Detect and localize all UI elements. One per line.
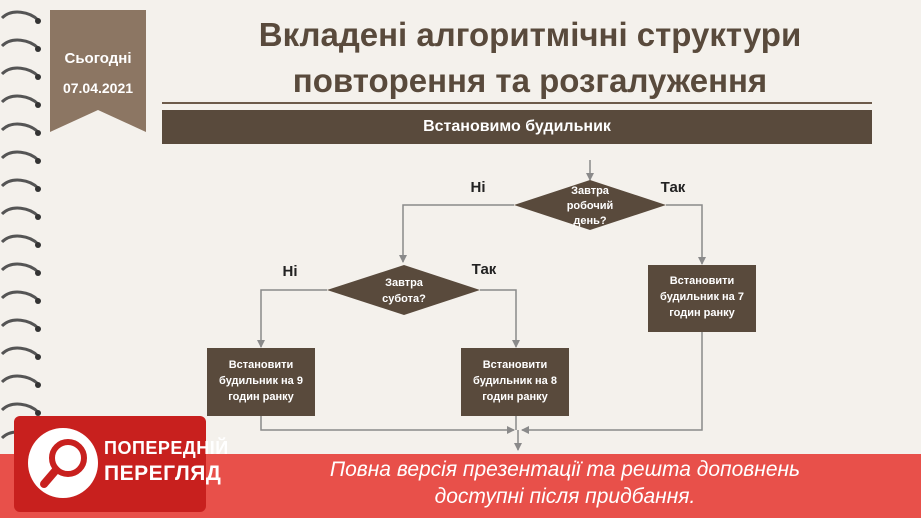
spiral-hole [35,382,41,388]
spiral-ring [0,150,40,162]
date-tag-shape [50,10,146,132]
action-alarm-8-line-2: будильник на 8 [473,375,557,387]
section-banner: Встановимо будильник [162,110,872,144]
arrow-workday-yes [666,204,706,265]
flow-connectors [257,160,706,451]
spiral-hole [35,298,41,304]
spiral-ring [0,94,40,106]
action-alarm-8-line-1: Встановити [483,359,548,371]
merge-right [521,332,703,434]
label-saturday-no: Ні [283,263,298,280]
arrow-saturday-yes [480,289,520,348]
decision-saturday [327,265,480,315]
action-alarm-7-line-2: будильник на 7 [660,291,744,303]
spiral-hole [35,326,41,332]
spiral-ring [0,38,40,50]
action-alarm-7 [648,265,756,332]
spiral-hole [35,410,41,416]
slide-title: Вкладені алгоритмічні структури повторен… [200,12,860,104]
decision-workday-line-1: Завтра [571,185,610,197]
spiral-ring [0,346,40,358]
spiral-ring [0,10,40,22]
spiral-hole [35,242,41,248]
spiral-hole [35,46,41,52]
spiral-ring [0,122,40,134]
spiral-ring [0,178,40,190]
purchase-notice-line-1: Повна версія презентації та решта доповн… [329,458,801,481]
spiral-hole [35,18,41,24]
preview-badge[interactable]: ПОПЕРЕДНІЙ ПЕРЕГЛЯД [14,416,229,512]
decision-workday-line-3: день? [573,215,607,227]
title-divider [162,102,872,104]
spiral-ring [0,206,40,218]
spiral-hole [35,74,41,80]
spiral-ring [0,318,40,330]
spiral-ring [0,234,40,246]
arrow-saturday-no [257,289,327,348]
slide-title-line-1: Вкладені алгоритмічні структури [258,16,802,53]
magnifier-icon [28,428,98,498]
spiral-hole [35,102,41,108]
action-alarm-8 [461,348,569,416]
action-alarm-9-line-2: будильник на 9 [219,375,303,387]
spiral-ring [0,262,40,274]
date-tag: Сьогодні 07.04.2021 [50,10,146,132]
spiral-hole [35,130,41,136]
action-alarm-7-line-3: годин ранку [669,307,735,319]
decision-saturday-line-1: Завтра [385,277,424,289]
decision-workday [514,180,666,230]
action-alarm-9 [207,348,315,416]
label-saturday-yes: Так [472,261,497,278]
label-workday-no: Ні [471,179,486,196]
purchase-notice-line-2: доступні після придбання. [434,485,696,508]
arrow-workday-no [399,204,514,263]
spiral-hole [35,214,41,220]
spiral-hole [35,354,41,360]
action-alarm-9-line-3: годин ранку [228,391,294,403]
spiral-hole [35,270,41,276]
preview-label-line-1: ПОПЕРЕДНІЙ [104,438,229,458]
action-alarm-8-line-3: годин ранку [482,391,548,403]
spiral-ring [0,402,40,414]
label-workday-yes: Так [661,179,686,196]
decision-saturday-line-2: субота? [382,293,426,305]
spiral-hole [35,158,41,164]
today-label: Сьогодні [64,50,132,67]
spiral-ring [0,374,40,386]
decision-workday-line-2: робочий [567,200,614,212]
action-alarm-9-line-1: Встановити [229,359,294,371]
action-alarm-7-line-1: Встановити [670,275,735,287]
current-date: 07.04.2021 [62,80,134,96]
spiral-ring [0,290,40,302]
preview-label-line-2: ПЕРЕГЛЯД [104,462,222,485]
spiral-ring [0,66,40,78]
purchase-notice: Повна версія презентації та решта доповн… [225,456,905,510]
spiral-hole [35,186,41,192]
merge-left [260,416,515,434]
slide-title-line-2: повторення та розгалуження [292,62,768,99]
